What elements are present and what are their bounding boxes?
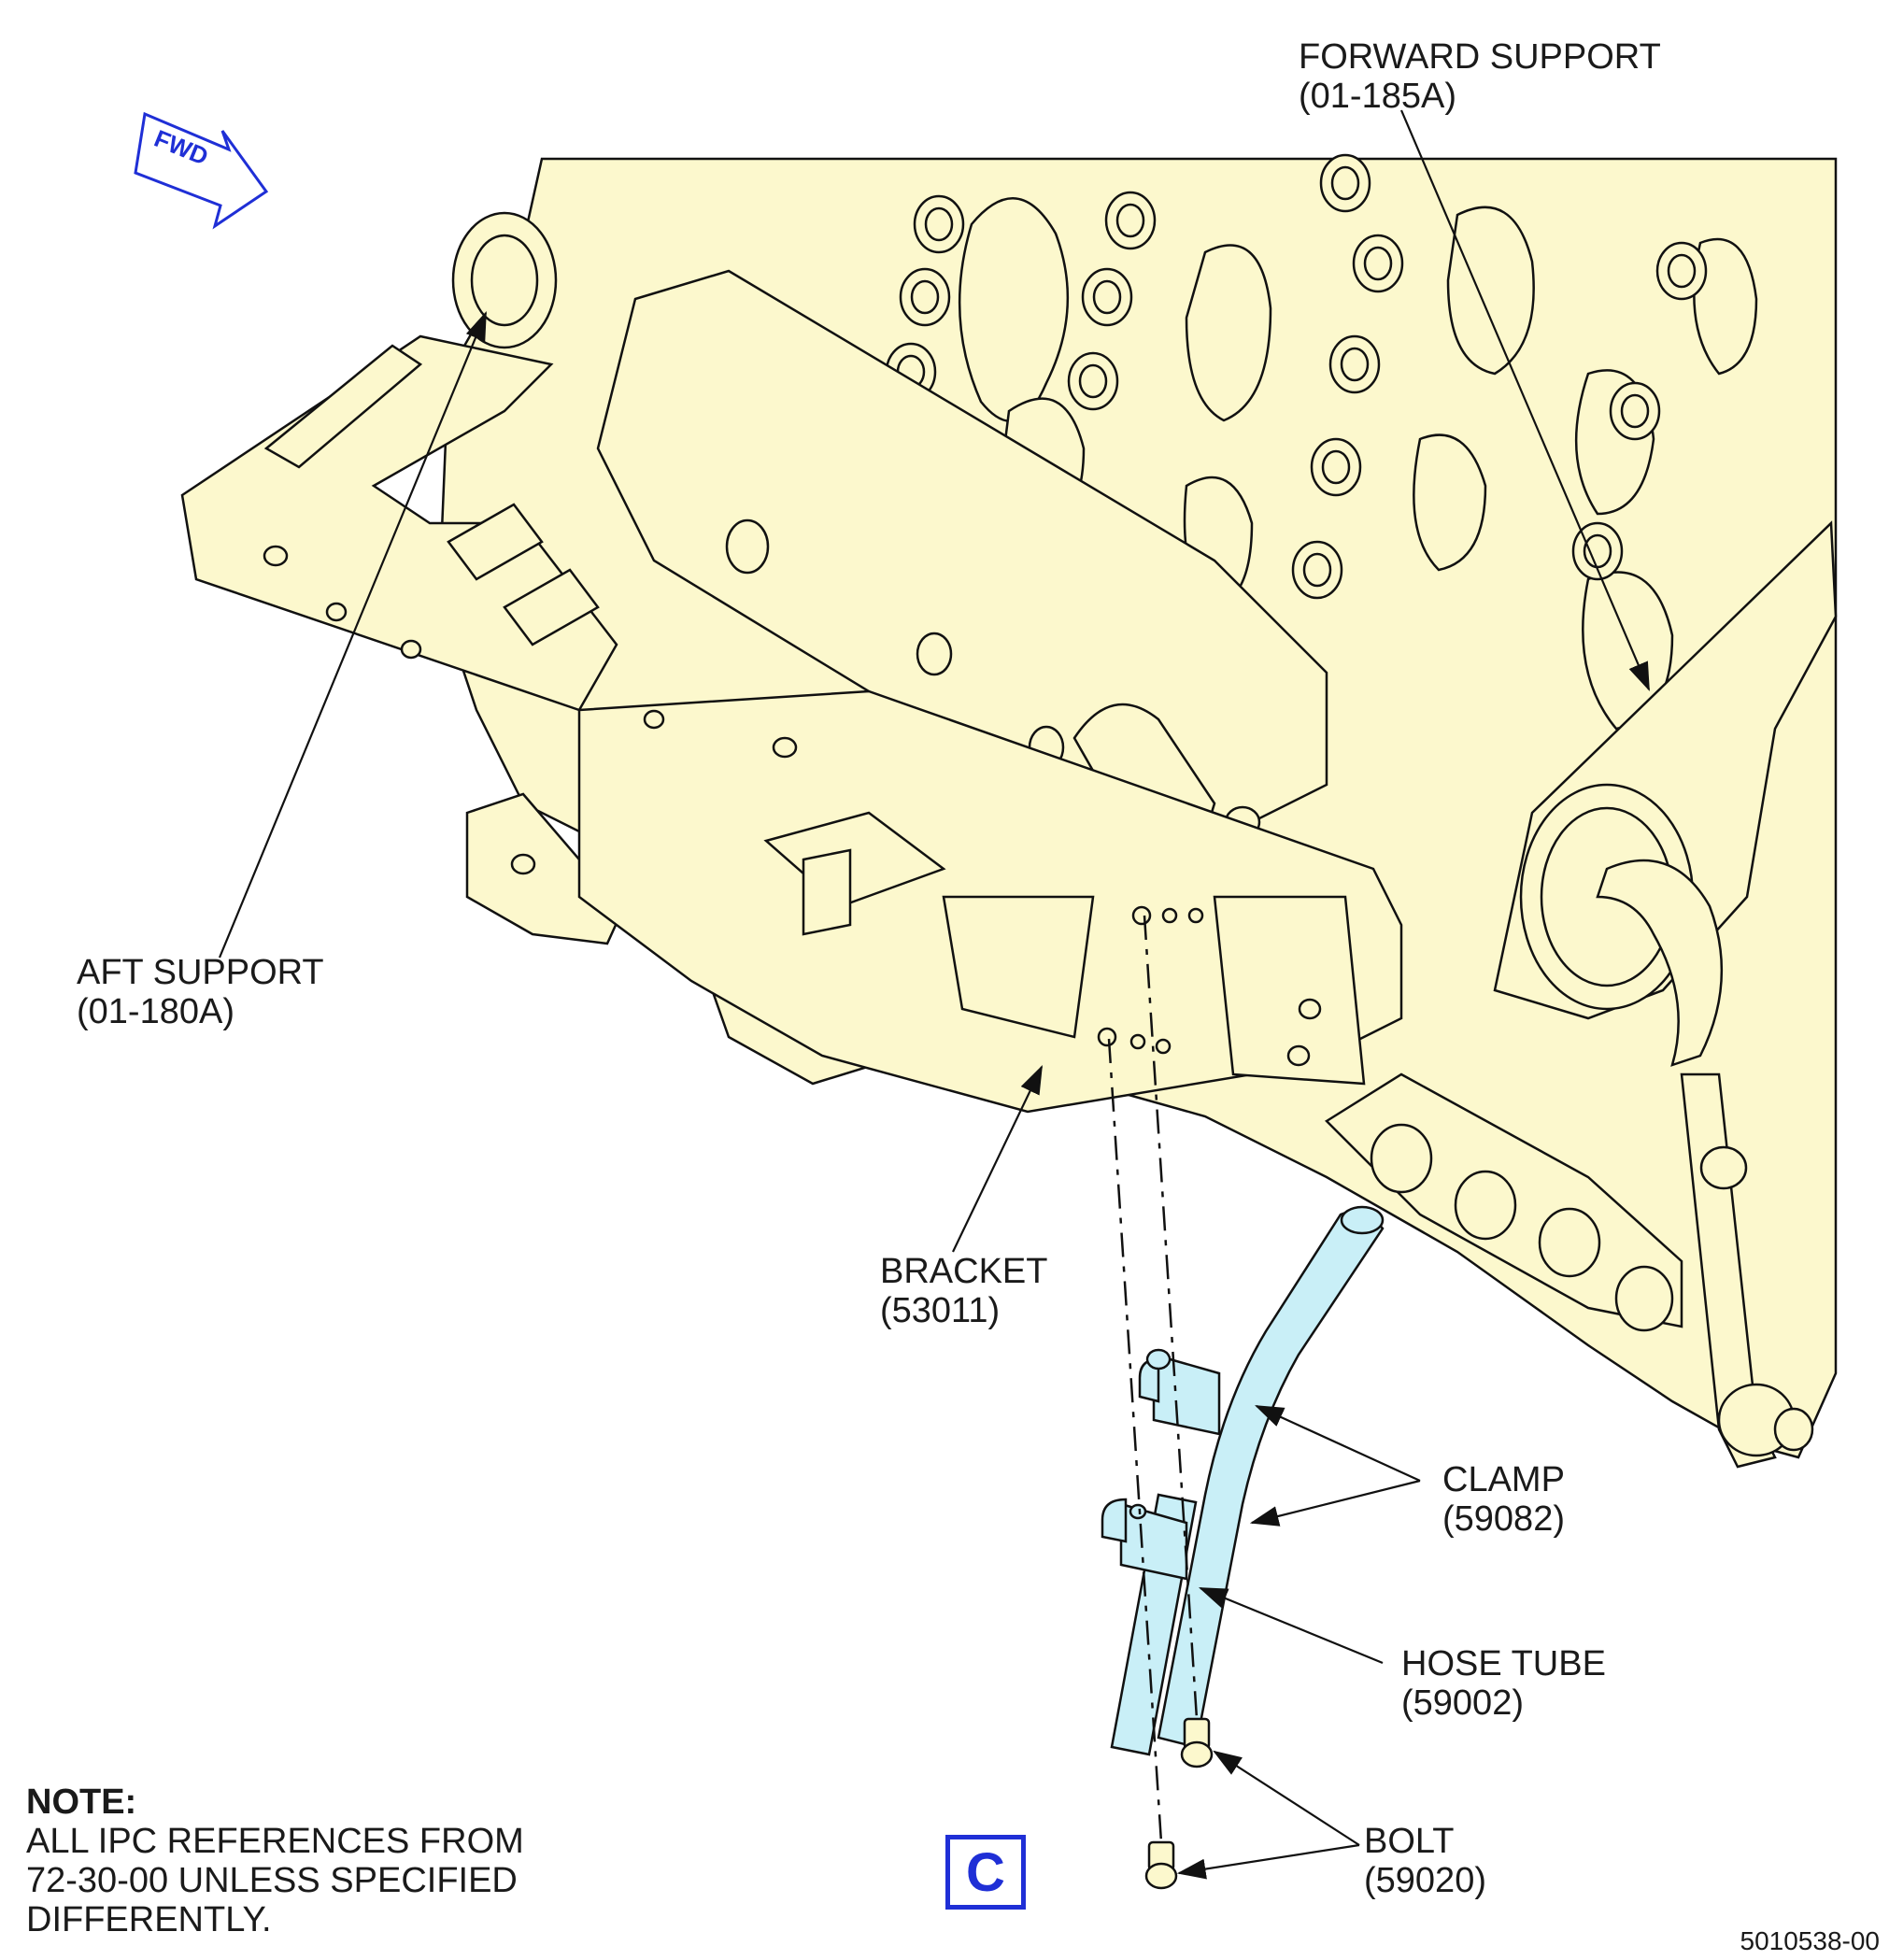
- note-line-3: DIFFERENTLY.: [26, 1900, 272, 1939]
- fwd-arrow-icon: FWD: [134, 111, 269, 230]
- forward-support-name: FORWARD SUPPORT: [1299, 37, 1661, 77]
- bracket-label: BRACKET (53011): [880, 1252, 1047, 1330]
- view-identifier-box: C: [945, 1835, 1026, 1910]
- aft-support-ref: (01-180A): [77, 992, 234, 1031]
- forward-support-leader: [1399, 109, 1651, 692]
- aft-support-name: AFT SUPPORT: [77, 953, 324, 992]
- case-bolt-bosses: [885, 153, 1708, 600]
- lower-flange-bosses: [1325, 1072, 1683, 1332]
- bolts: [1144, 1717, 1214, 1890]
- bracket: [577, 689, 1403, 1114]
- note-line-2: 72-30-00 UNLESS SPECIFIED: [26, 1861, 518, 1900]
- clamps: [1101, 1348, 1221, 1581]
- aft-support-label: AFT SUPPORT (01-180A): [77, 953, 324, 1031]
- note-heading: NOTE:: [26, 1782, 137, 1822]
- installation-centerlines: [1107, 915, 1199, 1843]
- clamp-name: CLAMP: [1442, 1460, 1565, 1499]
- forward-support-label: FORWARD SUPPORT (01-185A): [1299, 37, 1661, 116]
- clamp-label: CLAMP (59082): [1442, 1460, 1565, 1539]
- note-line-1: ALL IPC REFERENCES FROM: [26, 1822, 524, 1861]
- bracket-name: BRACKET: [880, 1252, 1048, 1291]
- forward-support-arm: [1493, 520, 1838, 1469]
- bolt-label: BOLT (59020): [1364, 1822, 1486, 1900]
- clamp-leader-lower: [1249, 1479, 1421, 1527]
- bolt-name: BOLT: [1364, 1822, 1455, 1861]
- hose-tube-name: HOSE TUBE: [1401, 1644, 1606, 1683]
- clamp-ref: (59082): [1442, 1499, 1565, 1539]
- leader-lines: [218, 109, 1651, 1880]
- bolt-leader-upper: [1213, 1750, 1360, 1846]
- aft-support-leader: [218, 310, 488, 959]
- clamp-leader-upper: [1254, 1404, 1421, 1483]
- ipc-note: NOTE: ALL IPC REFERENCES FROM 72-30-00 U…: [26, 1782, 524, 1939]
- bolt-leader-lower: [1176, 1843, 1360, 1880]
- hose-tube-label: HOSE TUBE (59002): [1401, 1644, 1606, 1723]
- forward-support-ref: (01-185A): [1299, 77, 1456, 116]
- hose-tube: [1110, 1205, 1385, 1756]
- bolt-ref: (59020): [1364, 1861, 1486, 1900]
- bracket-ref: (53011): [880, 1291, 1001, 1330]
- hose-tube-leader: [1198, 1586, 1384, 1665]
- drawing-number: 5010538-00: [1740, 1926, 1880, 1955]
- hose-tube-ref: (59002): [1401, 1683, 1524, 1723]
- bracket-leader: [952, 1065, 1043, 1253]
